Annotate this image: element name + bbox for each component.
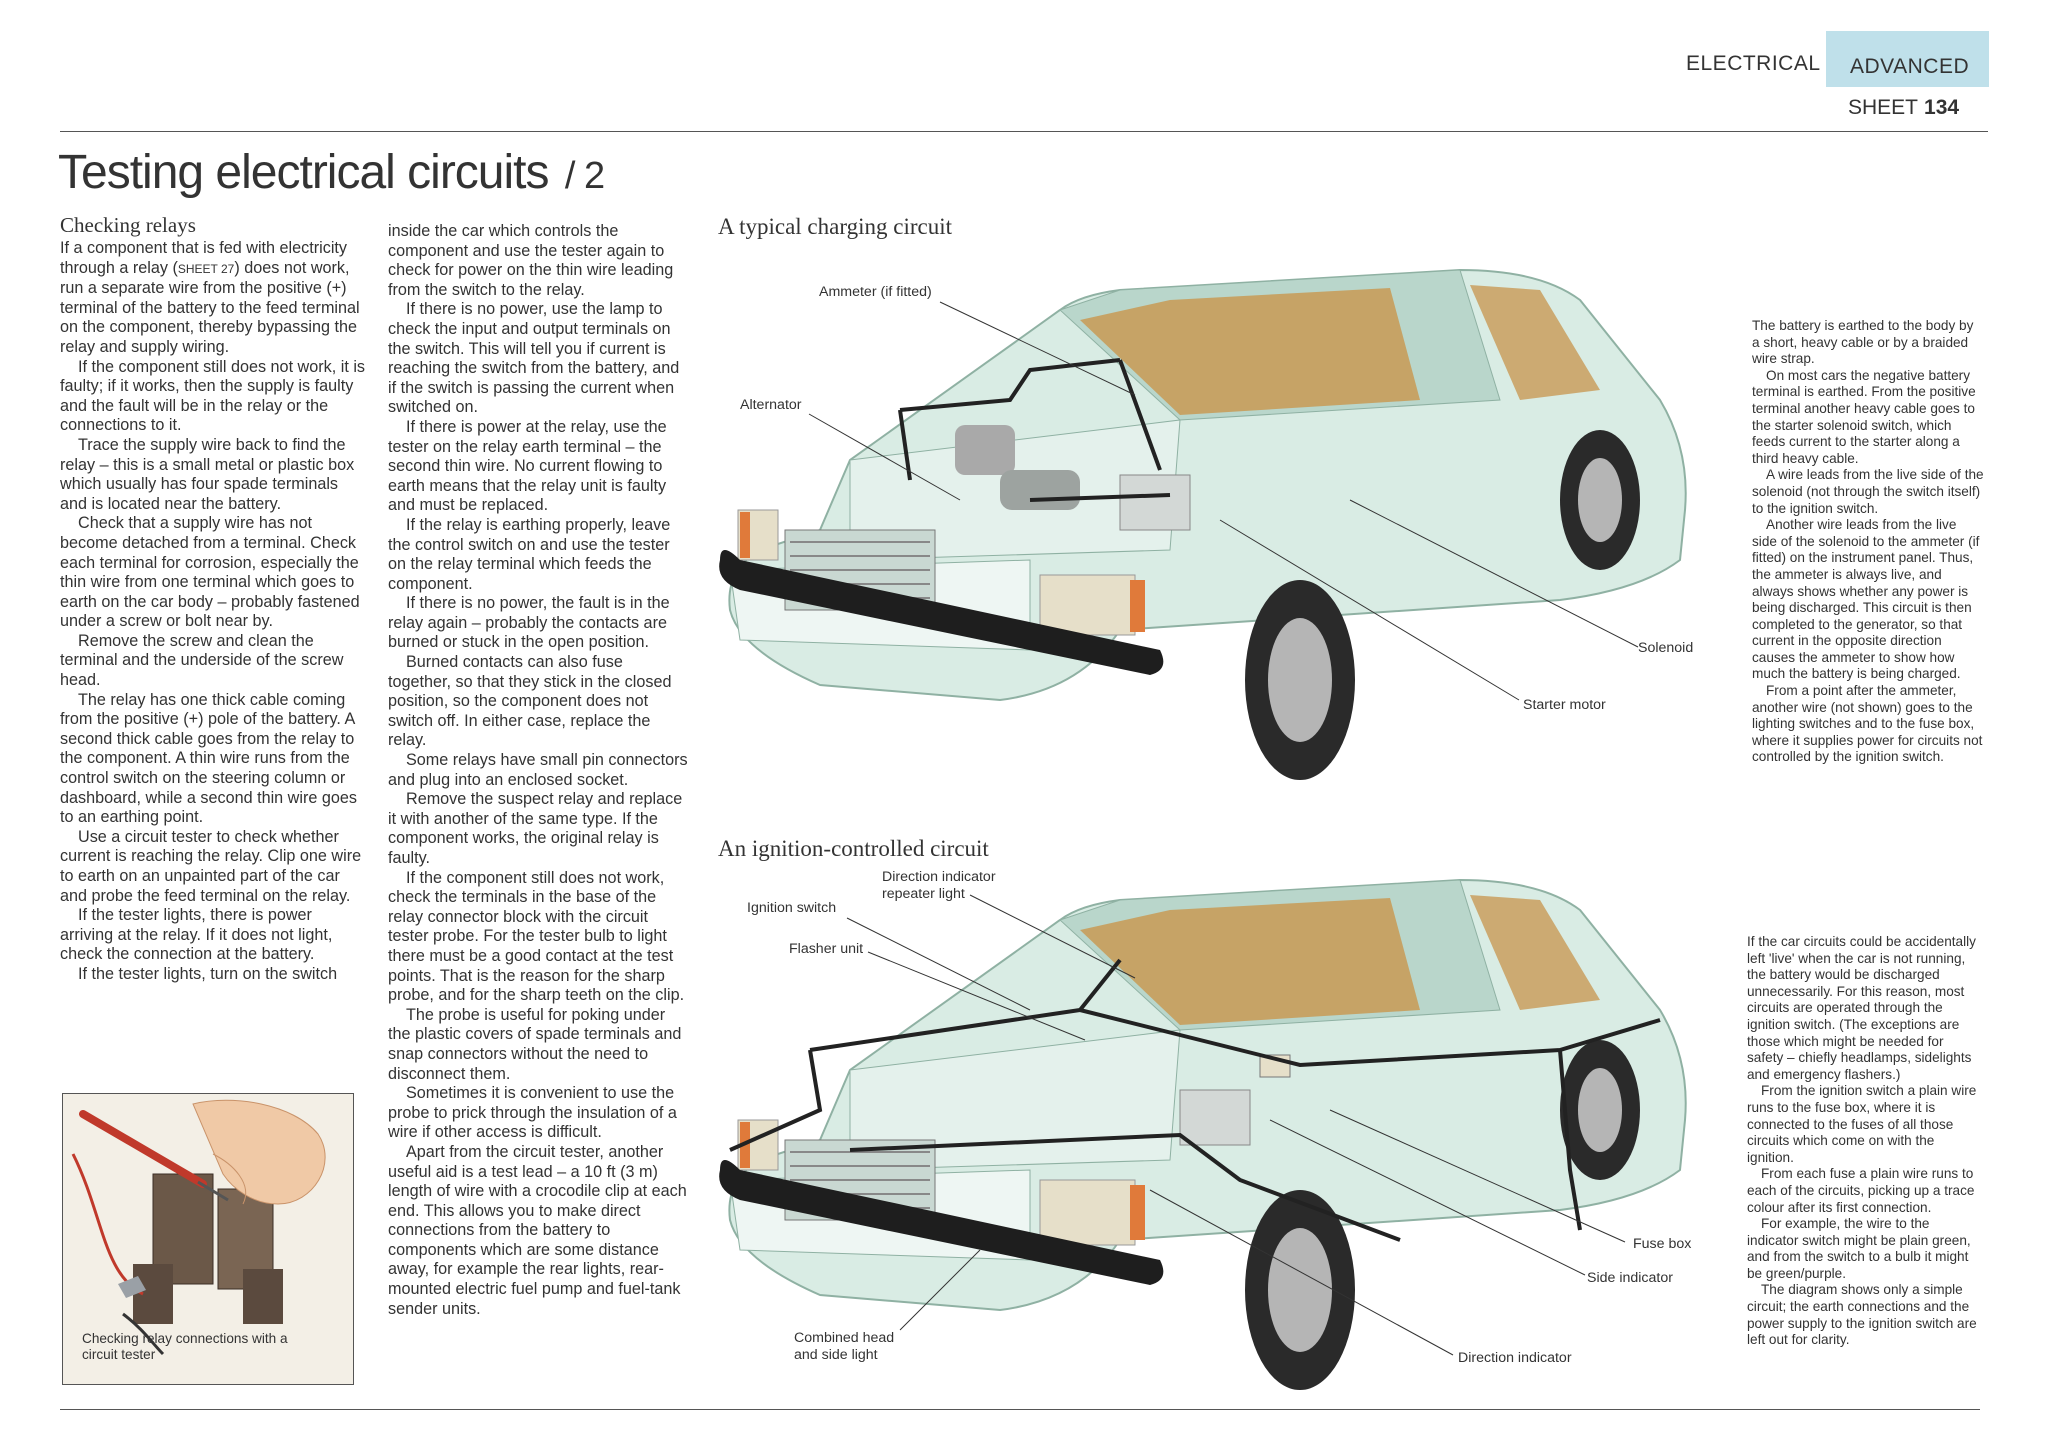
- paragraph: Burned contacts can also fuse together, …: [388, 653, 672, 750]
- paragraph: On most cars the negative battery termin…: [1752, 367, 1976, 466]
- title-main: Testing electrical circuits: [58, 146, 549, 199]
- label-alternator: Alternator: [740, 397, 802, 413]
- paragraph: Remove the screw and clean the terminal …: [60, 631, 344, 690]
- paragraph-part: ) does not work, run a separate wire fro…: [60, 258, 360, 356]
- paragraph: If there is power at the relay, use the …: [388, 417, 667, 515]
- sheet-reference: SHEET 27: [177, 261, 235, 276]
- label-direction-repeater-2: repeater light: [882, 886, 965, 902]
- sheet-value: 134: [1924, 96, 1960, 119]
- paragraph: Trace the supply wire back to find the r…: [60, 435, 355, 513]
- paragraph: The diagram shows only a simple circuit;…: [1747, 1282, 1977, 1348]
- label-head-side-light-2: and side light: [794, 1347, 878, 1363]
- label-head-side-light-1: Combined head: [794, 1330, 895, 1346]
- paragraph: For example, the wire to the indicator s…: [1747, 1216, 1971, 1281]
- ignition-wires: [729, 958, 1661, 1242]
- paragraph: The battery is earthed to the body by a …: [1752, 318, 1974, 367]
- charging-circuit-title: A typical charging circuit: [718, 214, 952, 239]
- label-direction-repeater-1: Direction indicator: [882, 869, 996, 885]
- charging-side-notes: The battery is earthed to the body by a …: [1752, 318, 1984, 766]
- paragraph: Sometimes it is convenient to use the pr…: [388, 1084, 677, 1142]
- ignition-side-notes: If the car circuits could be accidentall…: [1747, 934, 1979, 1349]
- header-divider: [60, 131, 1988, 132]
- paragraph: From a point after the ammeter, another …: [1752, 683, 1983, 765]
- ignition-circuit-diagram: [719, 878, 1687, 1390]
- label-fuse-box: Fuse box: [1633, 1236, 1692, 1252]
- paragraph: Check that a supply wire has not become …: [60, 514, 360, 631]
- ignition-circuit-title: An ignition-controlled circuit: [718, 836, 989, 861]
- paragraph: Another wire leads from the live side of…: [1752, 517, 1980, 682]
- paragraph: If the component still does not work, it…: [60, 357, 366, 435]
- label-side-indicator: Side indicator: [1587, 1270, 1673, 1286]
- relay-photo: [62, 1093, 354, 1385]
- label-direction-indicator: Direction indicator: [1458, 1350, 1572, 1366]
- sheet-label: SHEET: [1848, 96, 1919, 119]
- paragraph: From the ignition switch a plain wire ru…: [1747, 1083, 1977, 1165]
- label-solenoid: Solenoid: [1638, 640, 1694, 656]
- text-column-1: Checking relays If a component that is f…: [60, 213, 368, 985]
- charging-wires: [898, 358, 1171, 502]
- paragraph: Remove the suspect relay and replace it …: [388, 790, 683, 867]
- paragraph: If there is no power, the fault is in th…: [388, 594, 670, 652]
- label-ignition-switch: Ignition switch: [747, 900, 837, 916]
- paragraph: Apart from the circuit tester, another u…: [388, 1142, 687, 1318]
- paragraph: If the car circuits could be accidentall…: [1747, 934, 1976, 1082]
- charging-circuit-diagram: [719, 268, 1687, 780]
- car-body: [719, 878, 1687, 1390]
- car-body: [719, 268, 1687, 780]
- paragraph: If the relay is earthing properly, leave…: [388, 515, 671, 593]
- page-title: Testing electrical circuits / 2: [58, 145, 605, 200]
- paragraph: If the component still does not work, ch…: [388, 868, 685, 1005]
- text-column-2: inside the car which controls the compon…: [388, 222, 688, 1319]
- section-label: ELECTRICAL: [1686, 52, 1821, 75]
- paragraph-part: If a component that is fed with electric…: [60, 239, 348, 277]
- label-flasher-unit: Flasher unit: [789, 941, 864, 957]
- paragraph: The relay has one thick cable coming fro…: [60, 690, 357, 827]
- paragraph: If the tester lights, there is power arr…: [60, 906, 333, 964]
- photo-caption: Checking relay connections with a circui…: [82, 1331, 288, 1362]
- label-starter-motor: Starter motor: [1523, 697, 1606, 713]
- section-heading: Checking relays: [60, 213, 196, 237]
- level-label: ADVANCED: [1850, 55, 1970, 78]
- paragraph: A wire leads from the live side of the s…: [1752, 467, 1984, 516]
- relay-photo-illustration: [63, 1094, 353, 1384]
- paragraph: If a component that is fed with electric…: [60, 239, 368, 358]
- paragraph: Some relays have small pin connectors an…: [388, 751, 688, 789]
- paragraph: Use a circuit tester to check whether cu…: [60, 827, 362, 905]
- footer-divider: [60, 1409, 1980, 1410]
- paragraph: The probe is useful for poking under the…: [388, 1005, 682, 1083]
- paragraph: From each fuse a plain wire runs to each…: [1747, 1166, 1975, 1215]
- label-ammeter: Ammeter (if fitted): [819, 284, 932, 300]
- paragraph: inside the car which controls the compon…: [388, 222, 674, 299]
- title-sub: / 2: [564, 155, 605, 197]
- level-tab: ADVANCED: [1826, 31, 1989, 87]
- paragraph: If there is no power, use the lamp to ch…: [388, 300, 680, 417]
- paragraph: If the tester lights, turn on the switch: [78, 964, 338, 983]
